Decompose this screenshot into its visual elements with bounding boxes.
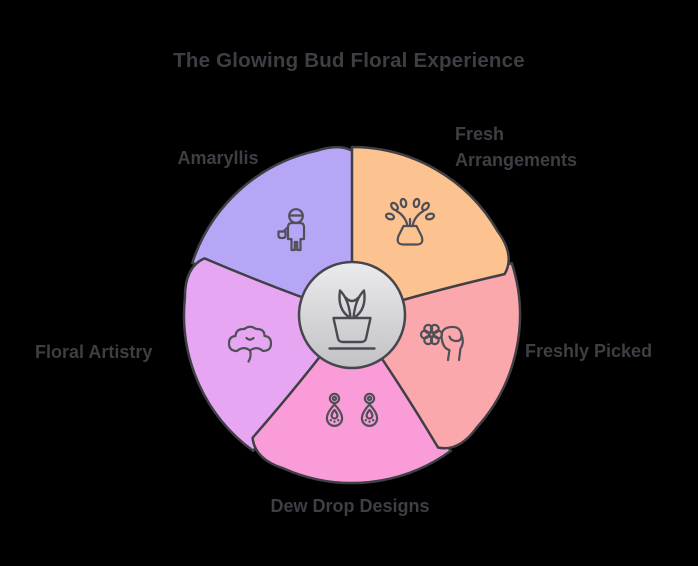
teardrop-earrings-icon [325,392,379,427]
florist-person-icon [277,208,306,252]
segment-label-amaryllis: Amaryllis [177,148,258,168]
hand-picking-flower-icon [419,323,464,362]
cotton-bloom-icon [227,325,273,363]
segment-label-arrangements: Arrangements [455,150,577,170]
segment-label-floral-artistry: Floral Artistry [35,342,152,362]
segment-label-freshly-picked: Freshly Picked [525,341,652,361]
center-circle [297,260,407,370]
petal-fresh-arrangements [350,145,510,313]
segment-label-dew-drop-designs: Dew Drop Designs [270,496,429,516]
petal-dew-drop-designs [251,324,452,485]
sprouting-vase-icon [384,197,436,246]
segment-label-fresh: Fresh [455,124,504,144]
diagram-title: The Glowing Bud Floral Experience [173,49,525,72]
potted-tulip-icon [328,289,376,350]
